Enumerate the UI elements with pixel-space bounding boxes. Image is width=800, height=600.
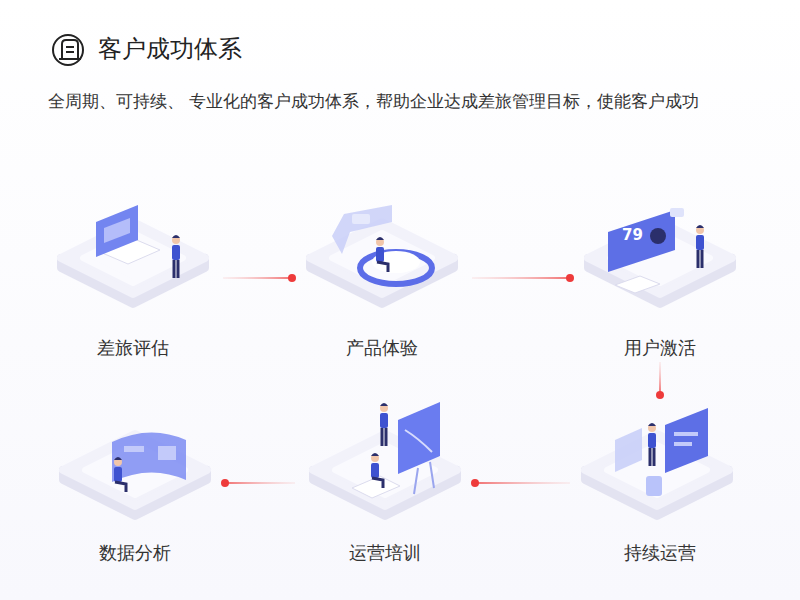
screen-content [124, 446, 144, 452]
person-hair [648, 423, 656, 426]
person-body [376, 247, 384, 262]
connector-dot [221, 479, 229, 487]
person-hair [114, 457, 122, 460]
step-node: 产品体验 [292, 190, 472, 360]
person-head [376, 238, 384, 246]
step-node: 差旅评估 [43, 190, 223, 360]
connector [471, 479, 570, 487]
connector-line [225, 482, 295, 484]
step-node: 持续运营 [570, 395, 750, 565]
person-body [371, 463, 379, 478]
connector-dot [656, 391, 664, 399]
person-body [172, 245, 180, 260]
person-body [114, 467, 122, 482]
connector [223, 274, 296, 282]
curved-screen [332, 205, 392, 254]
person-head [380, 404, 388, 412]
connector-line [475, 482, 570, 484]
screen [96, 205, 138, 257]
dashboard-bar [674, 432, 698, 436]
person-head [172, 236, 180, 244]
seat [352, 476, 400, 498]
platform-inset [332, 233, 432, 283]
step-node: 运营培训 [295, 395, 475, 565]
dashboard-bar [674, 442, 692, 446]
logo-mark [62, 40, 78, 59]
person-body [696, 235, 704, 250]
connector [221, 479, 295, 487]
person-legs [174, 260, 178, 278]
curved-screen [112, 432, 186, 482]
avatar [650, 228, 666, 244]
subtitle: 全周期、可持续、 专业化的客户成功体系，帮助企业达成差旅管理目标，使能客户成功 [48, 84, 750, 118]
step-label: 数据分析 [45, 541, 225, 565]
cylinder [646, 476, 662, 496]
screen-content [158, 446, 176, 460]
person-head [696, 226, 704, 234]
person-legs [382, 428, 386, 446]
person-legs [115, 482, 126, 492]
step-node: 用户激活 [570, 190, 750, 360]
person-hair [696, 225, 704, 228]
title: 客户成功体系 [98, 33, 242, 65]
step-label: 产品体验 [292, 336, 472, 360]
connector-line [223, 277, 292, 279]
step-node: 数据分析 [45, 395, 225, 565]
connector-dot [288, 274, 296, 282]
connector [472, 274, 574, 282]
person-legs [377, 262, 388, 272]
connector-dot [471, 479, 479, 487]
logo-ring [53, 35, 83, 65]
dashboard [665, 408, 708, 473]
ring [360, 252, 432, 284]
screen-card [352, 214, 370, 224]
person-head [114, 458, 122, 466]
logo-mark [59, 47, 81, 59]
person-head [648, 424, 656, 432]
board-chart [405, 430, 432, 452]
board-stand [414, 462, 434, 494]
board [398, 402, 440, 474]
tablet [615, 276, 660, 293]
person-hair [172, 235, 180, 238]
step-label: 差旅评估 [43, 336, 223, 360]
step-label: 运营培训 [295, 541, 475, 565]
person-legs [650, 448, 654, 466]
platform-top [310, 222, 454, 294]
screen-number: 79 [622, 226, 643, 244]
person-legs [698, 250, 702, 268]
connector-line [659, 362, 661, 395]
side-panel [615, 428, 642, 472]
connector-line [472, 277, 570, 279]
chat-bubble [670, 208, 684, 217]
person-body [380, 413, 388, 428]
person-body [648, 433, 656, 448]
person-hair [376, 237, 384, 240]
person-hair [380, 403, 388, 406]
connector-dot [566, 274, 574, 282]
step-label: 用户激活 [570, 336, 750, 360]
person-head [371, 454, 379, 462]
person-hair [371, 453, 379, 456]
step-label: 持续运营 [570, 541, 750, 565]
screen-content [104, 218, 130, 243]
person-legs [372, 478, 383, 488]
connector [656, 362, 664, 399]
profile-card [608, 210, 675, 272]
